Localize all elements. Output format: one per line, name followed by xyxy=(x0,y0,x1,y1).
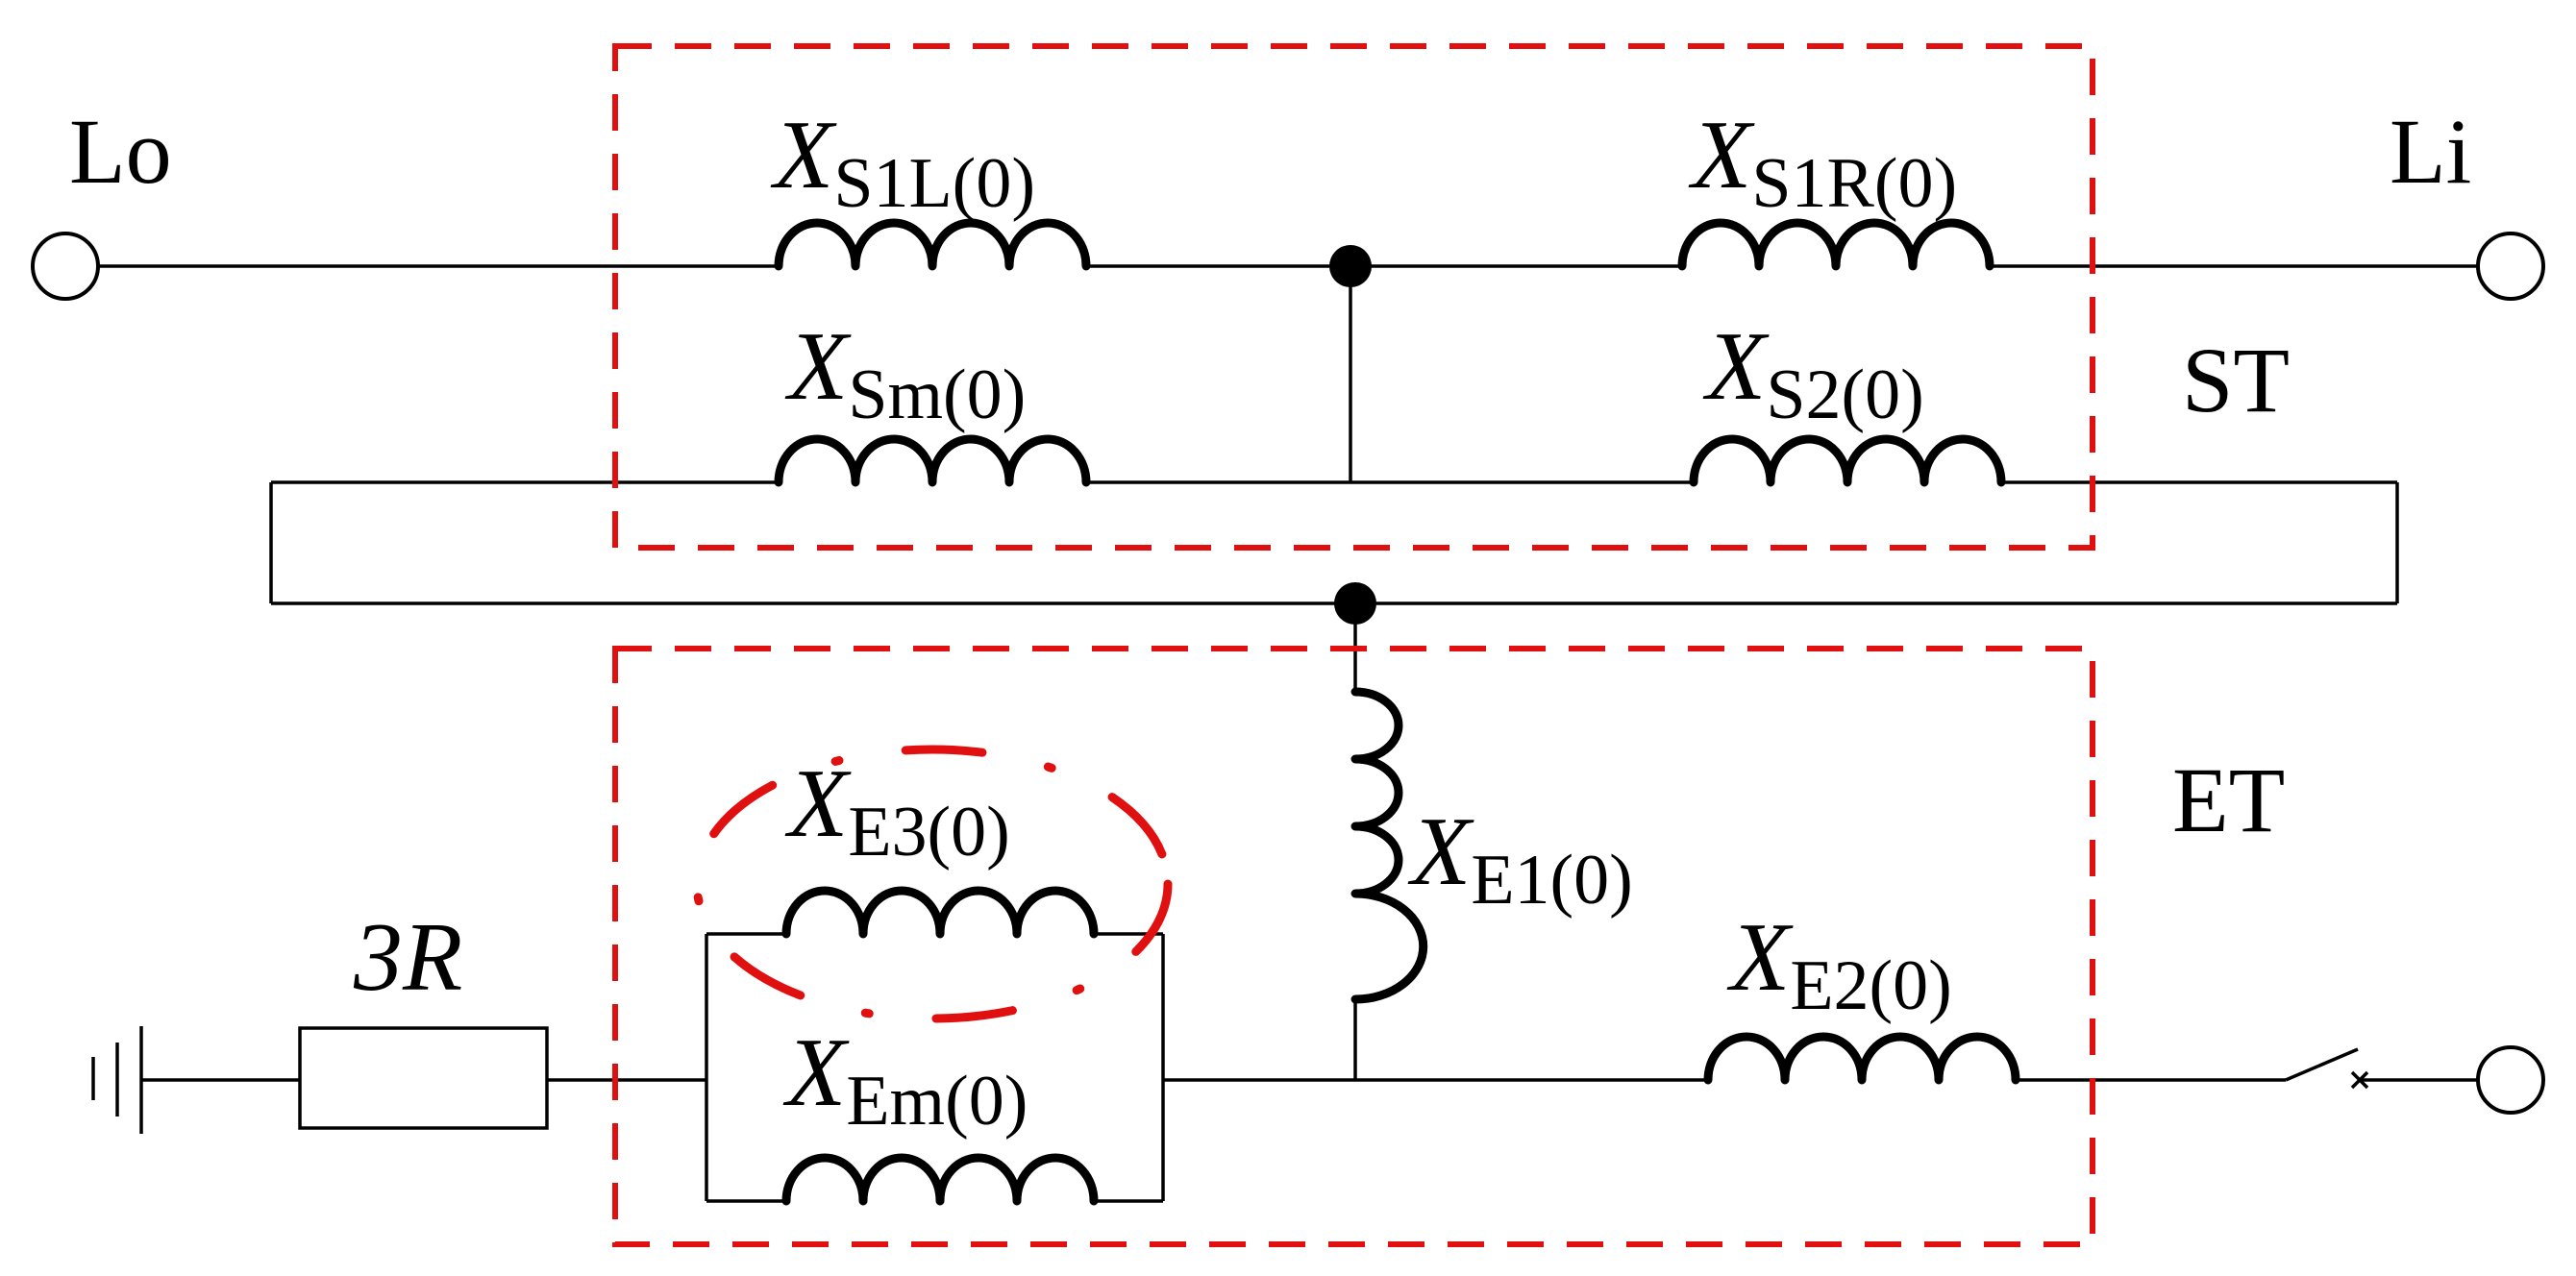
inductor-xs1r xyxy=(1677,218,1994,271)
label-xs1l: XS1L(0) xyxy=(770,101,1035,223)
resistor-3r xyxy=(298,1026,549,1130)
label-et: ET xyxy=(2172,748,2285,851)
inductor-xem xyxy=(781,1153,1099,1206)
label-lo: Lo xyxy=(69,100,172,203)
et-section xyxy=(91,603,2545,1247)
label-xe1: XE1(0) xyxy=(1407,798,1633,920)
label-xe2: XE2(0) xyxy=(1726,903,1952,1025)
inductor-xe2 xyxy=(1703,1032,2020,1085)
terminal-lo xyxy=(31,232,100,301)
highlight-ellipse-xe3 xyxy=(692,745,1173,1023)
st-dashed-box xyxy=(612,43,2095,551)
label-st: ST xyxy=(2182,329,2290,431)
inductor-xsm xyxy=(774,434,1091,487)
label-3r: 3R xyxy=(353,903,462,1012)
label-xs1r: XS1R(0) xyxy=(1688,101,1957,223)
labels: Lo Li ST ET 3R XS1L(0) XS1R(0) XSm(0) XS… xyxy=(69,100,2471,1141)
inductor-xs1l xyxy=(774,218,1091,271)
inductor-xs2 xyxy=(1689,434,2006,487)
inductor-xe3 xyxy=(781,886,1099,939)
label-xem: XEm(0) xyxy=(782,1018,1028,1141)
switch-blade xyxy=(2285,1047,2359,1082)
terminal-bottom-right xyxy=(2476,1045,2545,1115)
terminal-li xyxy=(2476,232,2545,301)
et-dashed-box xyxy=(612,646,2095,1247)
inductor-xe1 xyxy=(1350,687,1428,1004)
label-li: Li xyxy=(2390,100,2471,203)
label-xsm: XSm(0) xyxy=(784,312,1026,434)
label-xs2: XS2(0) xyxy=(1702,312,1924,434)
st-section xyxy=(31,43,2545,625)
label-xe3: XE3(0) xyxy=(784,749,1010,871)
